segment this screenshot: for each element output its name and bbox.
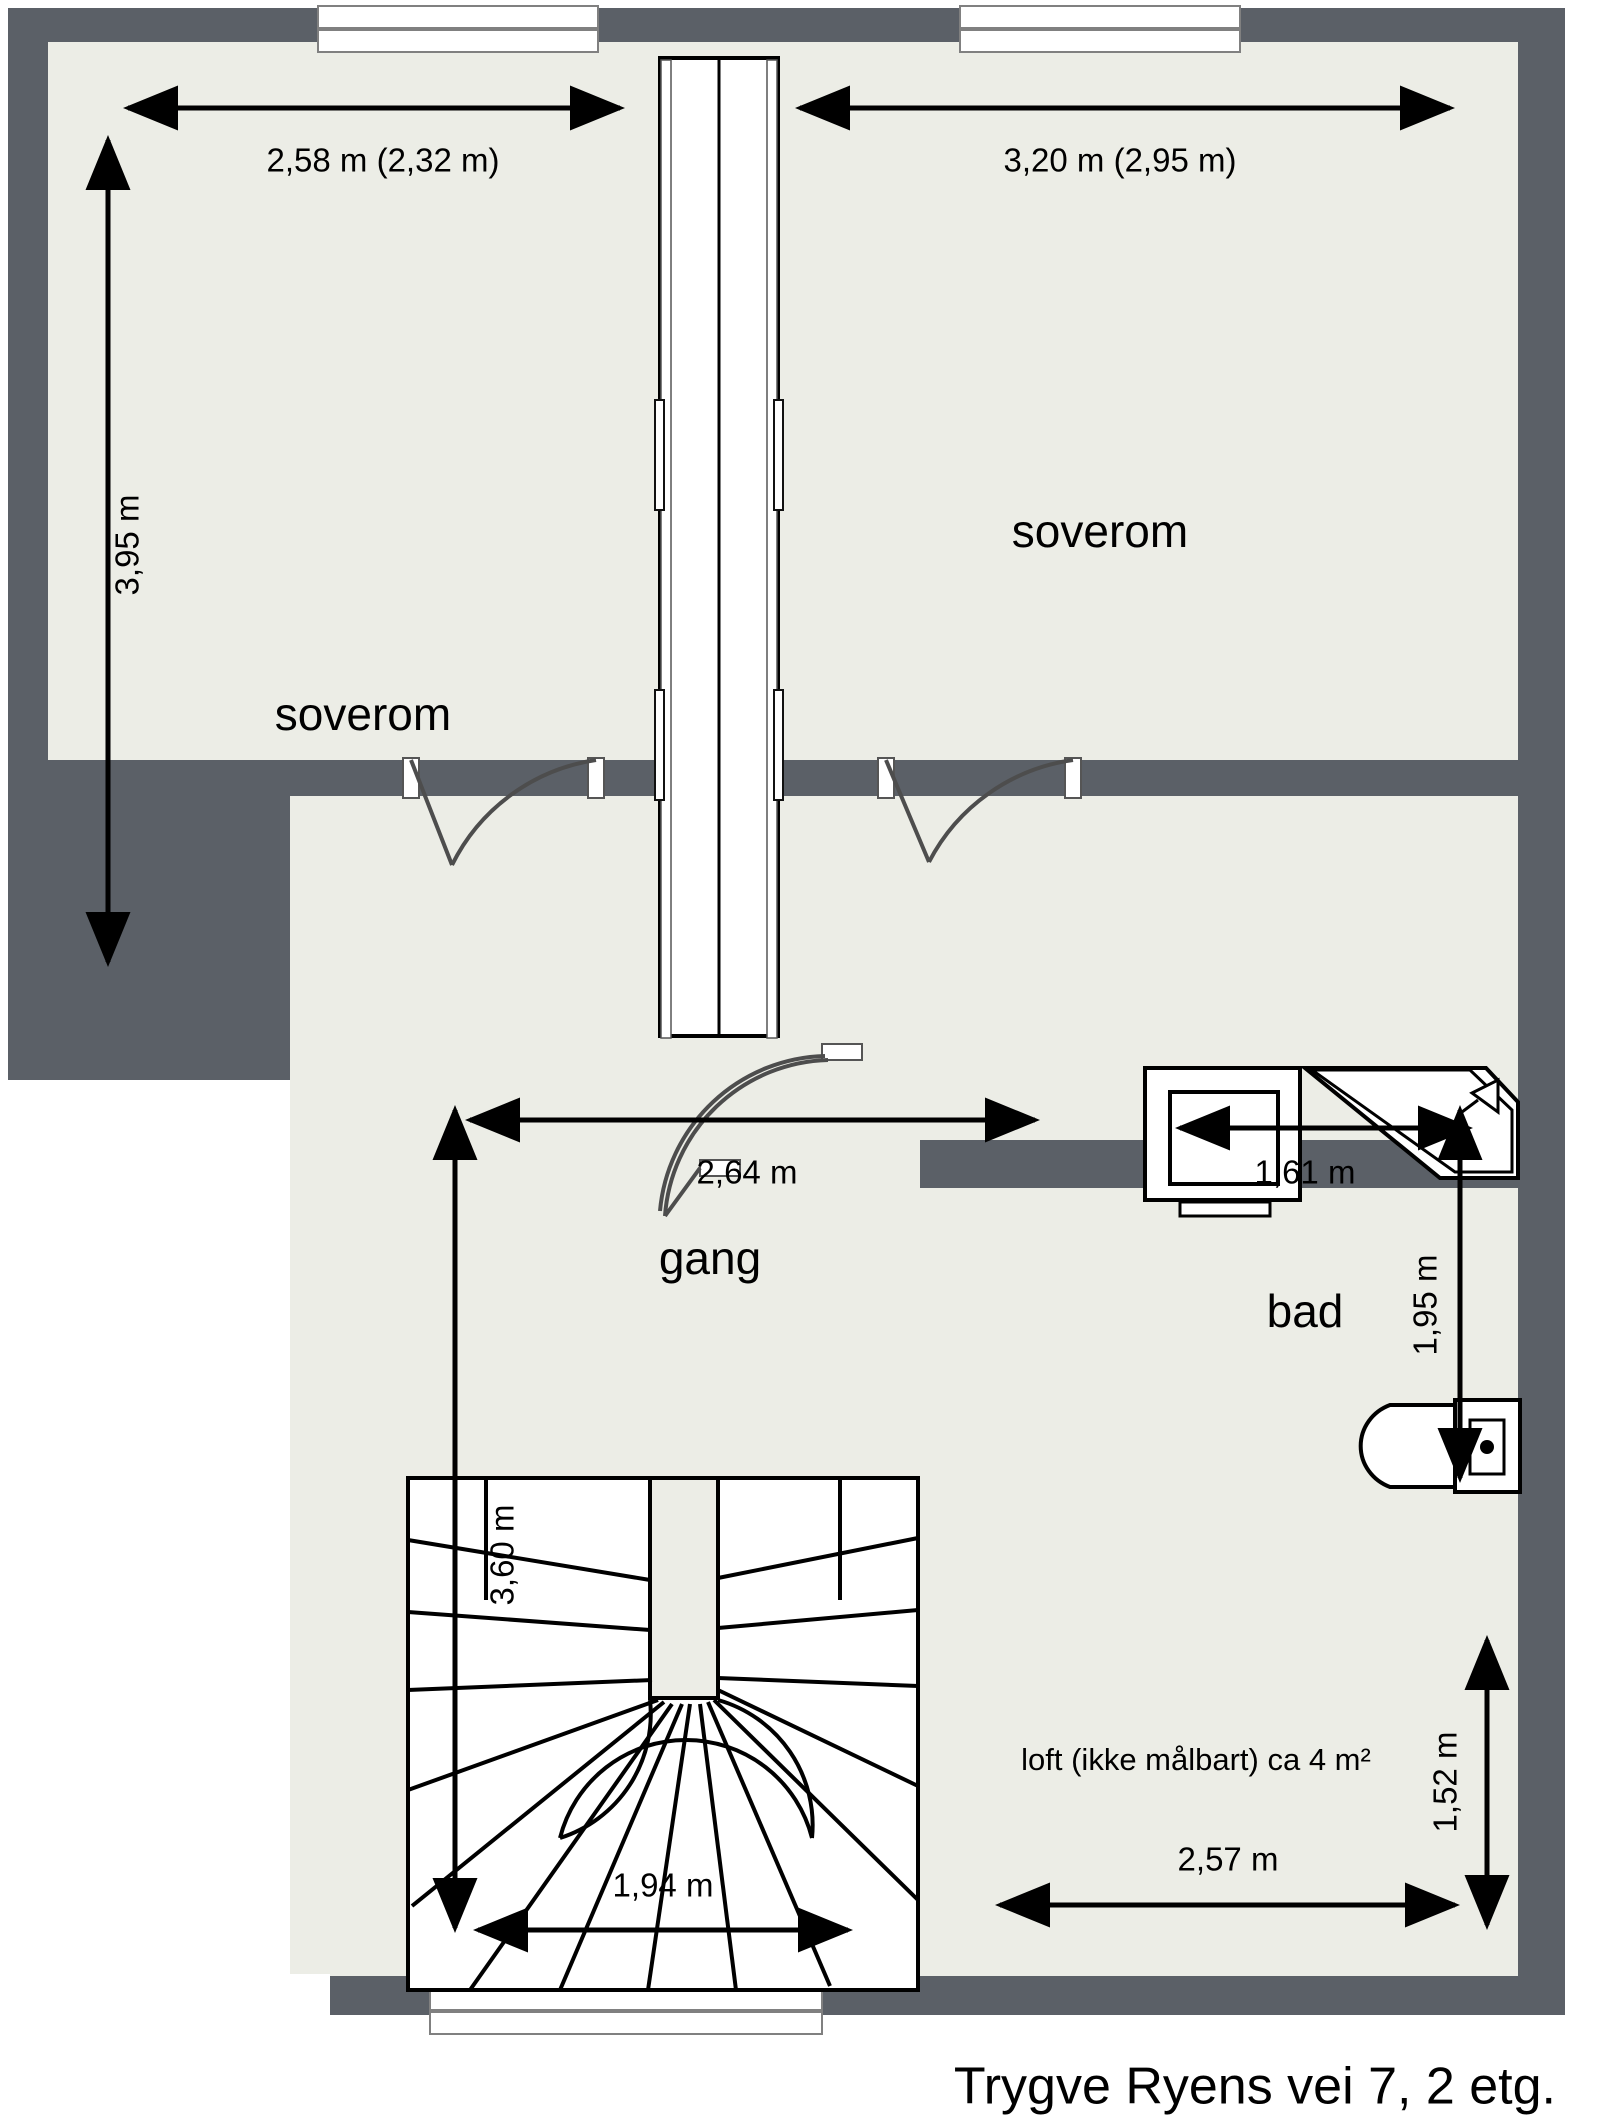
page-title: Trygve Ryens vei 7, 2 etg. — [954, 2058, 1556, 2116]
dim-label-loft-width: 2,57 m — [1178, 1841, 1279, 1878]
window_bottom — [429, 1987, 823, 2035]
winder-staircase-icon — [406, 1476, 920, 1992]
dim-label-gang-width: 2,64 m — [697, 1154, 798, 1191]
room-label-bad: bad — [1267, 1285, 1344, 1337]
dim-label-gang-depth: 3,60 m — [484, 1505, 521, 1606]
dim-label-soverom-left-width: 2,58 m (2,32 m) — [267, 142, 500, 179]
window_top_left — [317, 5, 599, 53]
wall-bedroom-bottom — [290, 760, 1518, 796]
dim-label-bad-depth: 1,95 m — [1407, 1255, 1444, 1356]
dim-label-soverom-right-width: 3,20 m (2,95 m) — [1004, 142, 1237, 179]
dimension-lines — [85, 85, 1510, 1953]
window_top_right — [959, 5, 1241, 53]
built-in-closet-icon — [654, 56, 784, 1039]
room-label-soverom-right: soverom — [1012, 505, 1188, 557]
room-label-gang: gang — [659, 1232, 761, 1284]
door_soverom_right — [877, 757, 1082, 863]
dim-label-soverom-left-depth: 3,95 m — [109, 495, 146, 596]
dim-label-bad-width: 1,61 m — [1255, 1154, 1356, 1191]
room-label-soverom-left: soverom — [275, 688, 451, 740]
toilet-icon — [1358, 1398, 1522, 1494]
wall-bedroom-bottom-left — [8, 760, 338, 796]
bathroom-sink-icon — [1143, 1066, 1302, 1218]
dim-label-stair-width: 1,94 m — [613, 1867, 714, 1904]
door_soverom_left — [402, 757, 605, 866]
dim-label-loft-depth: 1,52 m — [1427, 1732, 1464, 1833]
room-label-loft: loft (ikke målbart) ca 4 m² — [1021, 1742, 1371, 1777]
